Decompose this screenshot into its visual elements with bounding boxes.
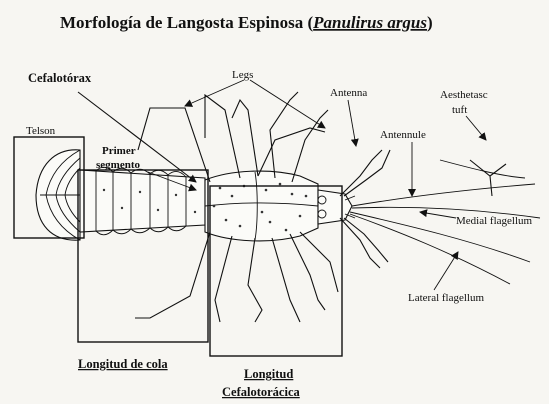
species-name: Panulirus argus	[312, 13, 427, 32]
label-cefalotorax: Cefalotórax	[28, 71, 92, 85]
arrow-antenna	[348, 100, 356, 146]
arrow-medial-flagellum	[420, 212, 456, 218]
label-antenna: Antenna	[330, 87, 367, 99]
head	[318, 190, 355, 224]
label-telson: Telson	[26, 125, 56, 137]
arrow-lateral-flagellum	[434, 252, 458, 290]
aesthetasc-pointer	[470, 160, 506, 196]
legs-lower	[135, 232, 338, 322]
abdomen	[80, 167, 205, 235]
carapace	[205, 171, 318, 241]
label-antennule: Antennule	[380, 129, 426, 141]
arrow-aesthetasc	[466, 116, 486, 140]
arrow-legs-right	[250, 80, 325, 128]
label-longitud: Longitud	[244, 367, 293, 381]
label-lateral-flagellum: Lateral flagellum	[408, 292, 484, 304]
label-aesthetasc: Aesthetasc	[440, 89, 488, 101]
label-longitud-cola: Longitud de cola	[78, 357, 168, 371]
label-segmento: segmento	[96, 159, 140, 171]
label-primer: Primer	[102, 145, 136, 157]
label-legs: Legs	[232, 69, 253, 81]
label-cefalotoracica: Cefalotorácica	[222, 385, 300, 399]
lobster-illustration	[36, 92, 540, 322]
label-aesthetasc-tuft: tuft	[452, 104, 467, 116]
tail-fan	[36, 150, 80, 240]
legs-upper	[138, 92, 328, 182]
diagram-title: Morfología de Langosta Espinosa (Panulir…	[60, 13, 433, 32]
label-medial-flagellum: Medial flagellum	[456, 215, 533, 227]
